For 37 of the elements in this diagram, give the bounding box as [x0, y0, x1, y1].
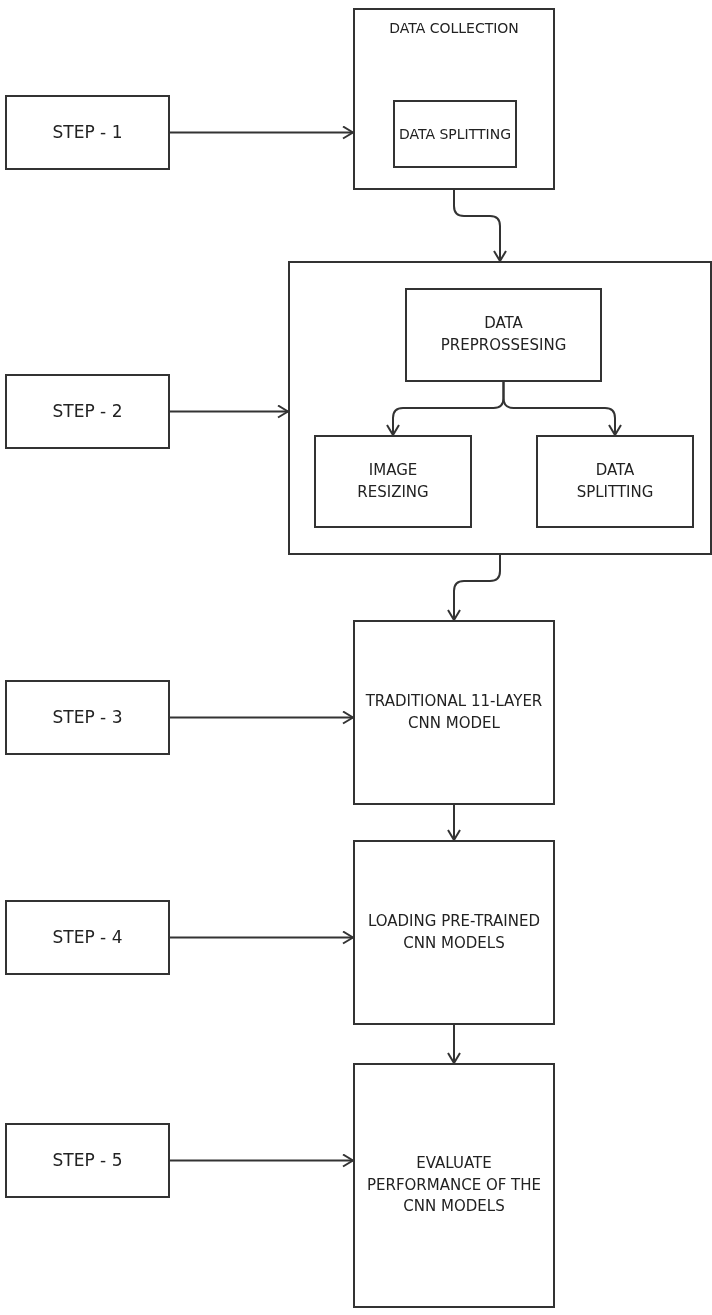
step-box: [5, 680, 170, 755]
arrow: [169, 710, 354, 725]
arrow: [169, 930, 354, 945]
box-label: DATA COLLECTION: [389, 19, 519, 38]
arrow: [447, 804, 461, 841]
step-label: STEP - 1: [52, 121, 123, 145]
arrow: [169, 1153, 354, 1168]
box-label: DATA PREPROSSESING: [439, 313, 568, 356]
box-label: EVALUATE PERFORMANCE OF THE CNN MODELS: [365, 1152, 543, 1218]
arrow: [453, 189, 507, 262]
group-box: [288, 261, 712, 555]
box-label: IMAGE RESIZING: [356, 459, 430, 503]
step-box: [5, 95, 170, 170]
step-label: STEP - 5: [52, 1149, 123, 1173]
step-box: [5, 900, 170, 975]
group-box: [353, 8, 555, 190]
process-box: [353, 840, 555, 1025]
step-label: STEP - 3: [52, 706, 123, 730]
arrow: [502, 381, 622, 436]
process-box: [393, 100, 517, 168]
step-box: [5, 1123, 170, 1198]
arrow: [169, 404, 289, 419]
arrow: [447, 1024, 461, 1064]
process-box: [353, 620, 555, 805]
process-box: [536, 435, 694, 528]
step-label: STEP - 4: [52, 926, 123, 950]
arrow: [447, 554, 501, 621]
box-label: TRADITIONAL 11-LAYER CNN MODEL: [364, 690, 544, 734]
arrow: [169, 125, 354, 140]
box-label: DATA SPLITTING: [398, 124, 512, 144]
process-box: [405, 288, 602, 382]
process-box: [353, 1063, 555, 1308]
box-label: DATA SPLITTING: [575, 459, 655, 503]
process-box: [314, 435, 472, 528]
step-label: STEP - 2: [52, 400, 123, 424]
box-label: LOADING PRE-TRAINED CNN MODELS: [366, 910, 542, 954]
step-box: [5, 374, 170, 449]
